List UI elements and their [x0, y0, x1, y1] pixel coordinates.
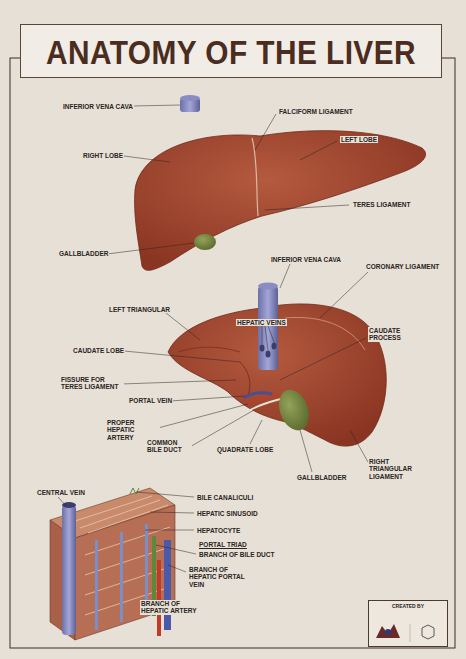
part-label: CAUDATE LOBE	[72, 347, 125, 354]
part-label: CENTRAL VEIN	[36, 489, 86, 496]
part-label: HEPATIC VEINS	[236, 319, 287, 326]
poster-title: ANATOMY OF THE LIVER	[46, 33, 416, 72]
credit-box: CREATED BY	[368, 600, 448, 647]
part-label: BRANCH OF BILE DUCT	[198, 551, 275, 558]
creator-logos	[370, 620, 446, 644]
part-label: TERES LIGAMENT	[352, 201, 411, 208]
liver-anterior	[135, 95, 426, 270]
part-label: PORTAL TRIAD	[198, 541, 248, 548]
part-label: FISSURE FOR TERES LIGAMENT	[60, 376, 124, 391]
part-label: BRANCH OF HEPATIC PORTAL VEIN	[188, 566, 254, 588]
leader-lines	[58, 105, 368, 603]
part-label: GALLBLADDER	[58, 250, 109, 257]
credit-text: CREATED BY	[369, 603, 447, 609]
liver-visceral	[168, 283, 386, 447]
part-label: FALCIFORM LIGAMENT	[278, 108, 354, 115]
part-label: COMMON BILE DUCT	[146, 439, 192, 454]
part-label: BRANCH OF HEPATIC ARTERY	[140, 600, 200, 615]
part-label: CORONARY LIGAMENT	[365, 263, 440, 270]
part-label: RIGHT LOBE	[82, 152, 124, 159]
page-frame	[10, 58, 455, 648]
part-label: LEFT LOBE	[340, 136, 378, 143]
part-label: HEPATOCYTE	[196, 527, 241, 534]
part-label: BILE CANALICULI	[196, 494, 254, 501]
title-box: ANATOMY OF THE LIVER	[20, 24, 442, 78]
part-label: QUADRATE LOBE	[216, 446, 274, 453]
part-label: HEPATIC SINUSOID	[196, 510, 259, 517]
part-label: PORTAL VEIN	[128, 397, 173, 404]
part-label: LEFT TRIANGULAR	[108, 306, 171, 313]
part-label: CAUDATE PROCESS	[368, 327, 410, 342]
liver-lobule	[50, 488, 175, 640]
part-label: INFERIOR VENA CAVA	[270, 256, 342, 263]
part-label: INFERIOR VENA CAVA	[62, 103, 134, 110]
part-label: GALLBLADDER	[296, 474, 347, 481]
part-label: RIGHT TRIANGULAR LIGAMENT	[368, 458, 432, 480]
